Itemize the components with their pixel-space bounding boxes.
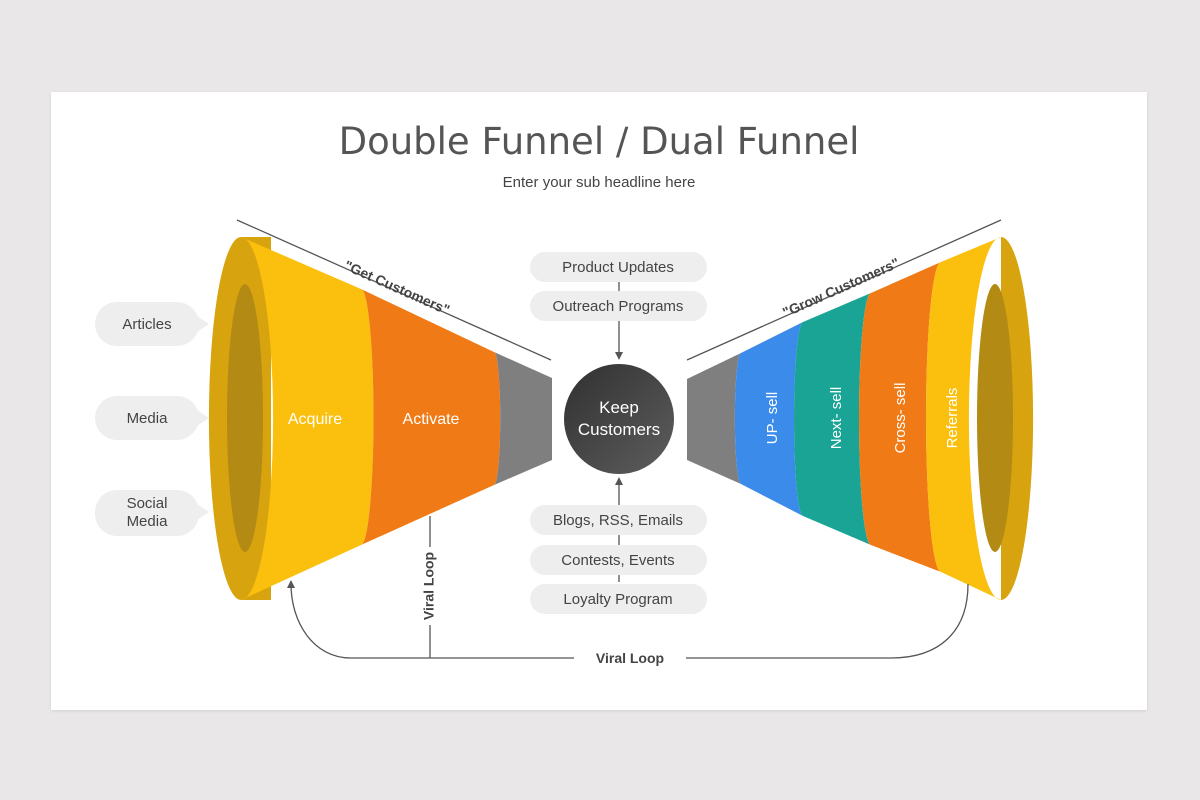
right-funnel-segment-gray [687, 353, 741, 484]
viral-loop-vertical-gap [421, 547, 439, 625]
pill-loyalty-program-label: Loyalty Program [563, 591, 672, 608]
source-media-bubble [95, 396, 199, 440]
source-media-pointer [197, 410, 209, 426]
right-funnel-opening [977, 284, 1013, 552]
left-funnel-label-acquire: Acquire [288, 411, 342, 428]
pill-contests-events-label: Contests, Events [561, 552, 674, 569]
left-funnel-label-activate: Activate [403, 411, 460, 428]
source-social-media-pointer [197, 504, 209, 520]
right-funnel-label-upsell: UP- sell [764, 392, 781, 445]
left-funnel-opening [227, 284, 263, 552]
source-social-media-bubble [95, 490, 199, 536]
keep-customers-circle [564, 364, 674, 474]
pill-blogs-rss-emails-label: Blogs, RSS, Emails [553, 512, 683, 529]
left-funnel-segment-gray [494, 352, 552, 485]
pill-contests-events [530, 545, 707, 575]
slide: Double Funnel / Dual Funnel Enter your s… [51, 92, 1147, 710]
page-title: Double Funnel / Dual Funnel [339, 120, 860, 163]
source-articles-pointer [197, 316, 209, 332]
source-media: Media [95, 396, 209, 440]
viral-loop-horizontal-label: Viral Loop [596, 650, 664, 666]
left-funnel-segment-acquire [241, 237, 374, 600]
source-articles-bubble [95, 302, 199, 346]
pill-blogs-rss-emails [530, 505, 707, 535]
source-media-label: Media [127, 410, 169, 427]
right-funnel-segment-nextsell [794, 293, 871, 545]
right-funnel-top-line [686, 219, 1002, 361]
pill-loyalty-program [530, 584, 707, 614]
viral-loop: Viral Loop Viral Loop [287, 516, 969, 670]
page-subtitle: Enter your sub headline here [503, 174, 696, 191]
right-funnel-segment-crosssell [859, 262, 941, 572]
double-funnel-diagram: Double Funnel / Dual Funnel Enter your s… [95, 120, 1034, 670]
left-funnel: Acquire Activate "Get Customers" [208, 219, 552, 600]
right-funnel-segment-referrals [926, 237, 1001, 600]
right-funnel-label-crosssell: Cross- sell [892, 383, 909, 454]
right-funnel-rim [1001, 237, 1034, 600]
source-articles-label: Articles [122, 316, 171, 333]
viral-loop-horizontal-gap [574, 646, 686, 670]
bottom-pills: Blogs, RSS, Emails Contests, Events Loya… [530, 505, 707, 614]
pill-product-updates-label: Product Updates [562, 259, 674, 276]
pill-outreach-programs [530, 291, 707, 321]
right-funnel-segment-upsell [734, 322, 803, 516]
source-articles: Articles [95, 302, 209, 346]
top-pills: Product Updates Outreach Programs [530, 252, 707, 321]
left-funnel-top-line [236, 219, 552, 361]
viral-loop-curve [287, 580, 969, 659]
pill-outreach-programs-label: Outreach Programs [553, 298, 684, 315]
right-funnel: UP- sell Next- sell Cross- sell Referral… [686, 219, 1034, 600]
pill-product-updates [530, 252, 707, 282]
viral-loop-vertical-label: Viral Loop [421, 552, 437, 620]
right-funnel-label-referrals: Referrals [944, 388, 961, 449]
right-funnel-label-nextsell: Next- sell [828, 387, 845, 450]
left-funnel-segment-activate [361, 289, 501, 545]
